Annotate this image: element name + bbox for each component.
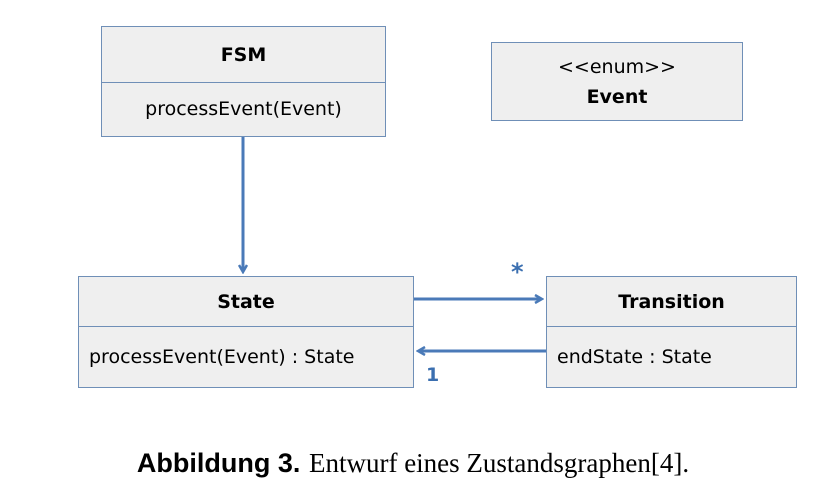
- fsm-operations: processEvent(Event): [102, 82, 385, 136]
- transition-class-name: Transition: [547, 277, 796, 327]
- transition-class-box: Transition endState : State: [546, 276, 797, 388]
- fsm-operation: processEvent(Event): [145, 98, 342, 120]
- state-class-name: State: [79, 277, 413, 327]
- event-enum-box: <<enum>> Event: [491, 42, 743, 121]
- multiplicity-one: 1: [426, 364, 440, 386]
- state-operations: processEvent(Event) : State: [79, 326, 413, 387]
- figure-caption: Abbildung 3. Entwurf eines Zustandsgraph…: [0, 448, 826, 479]
- state-class-box: State processEvent(Event) : State: [78, 276, 414, 388]
- state-operation: processEvent(Event) : State: [89, 345, 355, 368]
- fsm-class-box: FSM processEvent(Event): [101, 26, 386, 137]
- caption-text: Entwurf eines Zustandsgraphen[4].: [308, 448, 690, 478]
- transition-attribute: endState : State: [557, 345, 712, 368]
- transition-attributes: endState : State: [547, 326, 796, 387]
- multiplicity-many: *: [511, 258, 524, 286]
- event-enum-name: Event: [586, 85, 648, 108]
- event-stereotype: <<enum>>: [558, 55, 676, 78]
- caption-label: Abbildung 3.: [136, 448, 301, 478]
- fsm-class-name: FSM: [102, 27, 385, 83]
